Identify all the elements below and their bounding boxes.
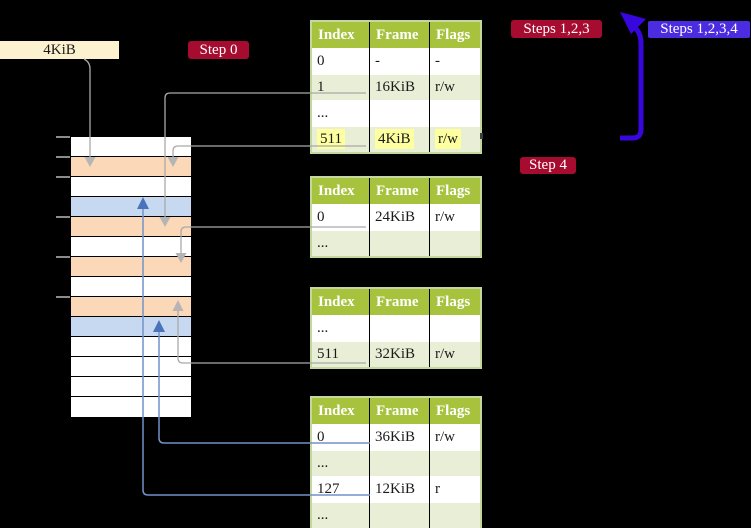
highlighted-value: 4KiB xyxy=(375,129,414,149)
column-header: Frame xyxy=(369,289,429,315)
table-cell: r/w xyxy=(429,424,480,450)
column-header: Index xyxy=(312,178,369,204)
memory-tick xyxy=(56,296,70,298)
table-cell: 32KiB xyxy=(369,341,429,367)
highlighted-value: 511 xyxy=(317,129,345,149)
table-cell: 24KiB xyxy=(369,204,429,230)
table-cell: 0 xyxy=(312,424,369,450)
table-cell: 511 xyxy=(312,126,369,152)
column-header: Flags xyxy=(429,289,480,315)
table-cell: 4KiB xyxy=(369,126,429,152)
step0-label: Step 0 xyxy=(188,41,249,59)
memory-tick xyxy=(56,156,70,158)
memory-frame-row-peach xyxy=(71,157,191,177)
column-header: Index xyxy=(312,22,369,48)
table-cell xyxy=(369,315,429,341)
memory-tick xyxy=(56,176,70,178)
table-cell: 511 xyxy=(312,341,369,367)
highlighted-value: r/w xyxy=(435,129,461,149)
step4-label: Step 4 xyxy=(520,157,576,174)
column-header: Frame xyxy=(369,398,429,424)
memory-frame-row-blue xyxy=(71,317,191,337)
table-cell: 0 xyxy=(312,204,369,230)
column-header: Flags xyxy=(429,22,480,48)
memory-frame-row-white xyxy=(71,397,191,417)
table-cell: 1 xyxy=(312,74,369,100)
table-row: ... xyxy=(312,315,480,341)
table-cell xyxy=(369,450,429,476)
table-cell: r/w xyxy=(429,341,480,367)
table-cell xyxy=(429,230,480,256)
table-cell: - xyxy=(429,48,480,74)
table-cell: r xyxy=(429,476,480,502)
table-cell: r/w xyxy=(429,204,480,230)
memory-frame-row-white xyxy=(71,177,191,197)
table-cell xyxy=(369,230,429,256)
table-cell: ... xyxy=(312,230,369,256)
memory-frame-row-white xyxy=(71,357,191,377)
steps1234-label: Steps 1,2,3,4 xyxy=(648,21,750,38)
memory-frame-row-white xyxy=(71,277,191,297)
table-cell: ... xyxy=(312,502,369,528)
column-header: Frame xyxy=(369,22,429,48)
table-row: ... xyxy=(312,450,480,476)
table-cell xyxy=(429,315,480,341)
column-header: Flags xyxy=(429,178,480,204)
memory-tick xyxy=(56,136,70,138)
table-row: 0-- xyxy=(312,48,480,74)
table-cell: ... xyxy=(312,450,369,476)
memory-frame-row-peach xyxy=(71,257,191,277)
table-cell xyxy=(429,450,480,476)
table-row: ... xyxy=(312,100,480,126)
table-cell: 16KiB xyxy=(369,74,429,100)
table-cell: ... xyxy=(312,100,369,126)
table-cell: 36KiB xyxy=(369,424,429,450)
table-cell xyxy=(429,100,480,126)
table-cell xyxy=(429,502,480,528)
memory-frame-row-white xyxy=(71,137,191,157)
big-steps-arrow xyxy=(620,12,646,141)
table-row: 511 4KiB r/w xyxy=(312,126,480,152)
memory-strip xyxy=(70,136,192,418)
table-cell xyxy=(369,100,429,126)
memory-frame-row-white xyxy=(71,377,191,397)
table-row: ... xyxy=(312,502,480,528)
steps123-label: Steps 1,2,3 xyxy=(511,20,602,38)
table-cell: 127 xyxy=(312,476,369,502)
table-cell xyxy=(369,502,429,528)
column-header: Flags xyxy=(429,398,480,424)
table-cell: - xyxy=(369,48,429,74)
memory-tick xyxy=(56,216,70,218)
table-cell: ... xyxy=(312,315,369,341)
table-cell: 12KiB xyxy=(369,476,429,502)
memory-frame-row-peach xyxy=(71,297,191,317)
memory-frame-row-white xyxy=(71,337,191,357)
column-header: Frame xyxy=(369,178,429,204)
column-header: Index xyxy=(312,398,369,424)
table-row: ... xyxy=(312,230,480,256)
table-cell: r/w xyxy=(429,126,480,152)
memory-frame-row-peach xyxy=(71,217,191,237)
column-header: Index xyxy=(312,289,369,315)
table-cell: 0 xyxy=(312,48,369,74)
table-cell: r/w xyxy=(429,74,480,100)
memory-tick xyxy=(56,256,70,258)
memory-frame-row-white xyxy=(71,237,191,257)
memory-frame-row-blue xyxy=(71,197,191,217)
frame-size-label: 4KiB xyxy=(0,41,119,59)
